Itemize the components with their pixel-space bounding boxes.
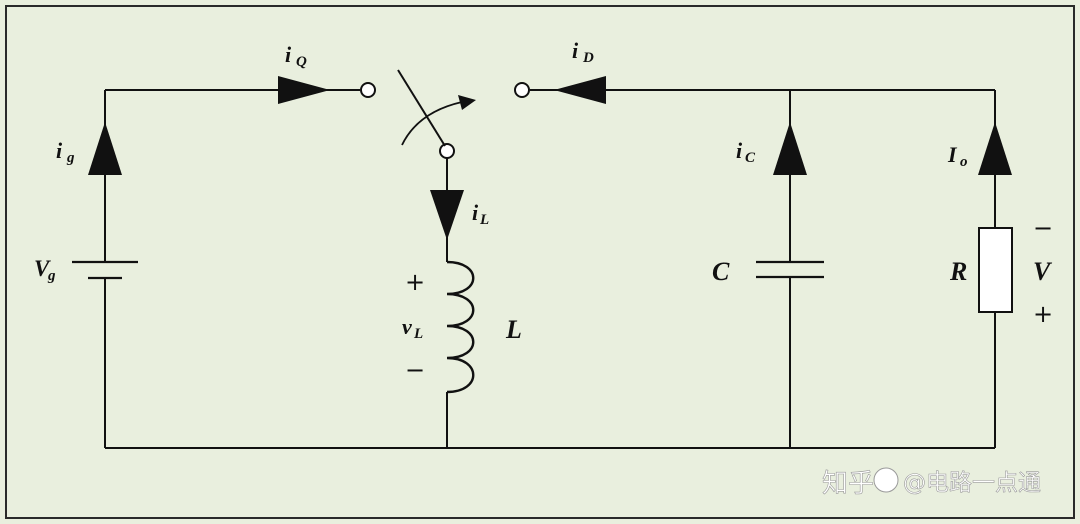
- arrow-iL: [430, 190, 464, 240]
- label-iD: i D: [572, 38, 594, 66]
- arrow-iD: [554, 76, 606, 104]
- arrow-ig: [88, 122, 122, 175]
- watermark-avatar-icon: [873, 467, 899, 493]
- label-Vg: V g: [34, 256, 56, 284]
- label-iQ-main: i: [285, 42, 292, 67]
- watermark-brand: 知乎: [822, 469, 874, 499]
- label-vL: v L: [402, 314, 423, 342]
- arrow-iC: [773, 122, 807, 175]
- label-output-voltage: V: [1033, 257, 1053, 286]
- switch-blade: [397, 69, 446, 147]
- label-iC-sub: C: [745, 150, 756, 166]
- output-minus-sign: −: [1033, 214, 1053, 242]
- capacitor-symbol: [756, 260, 824, 279]
- switch-terminal-right: [514, 82, 530, 98]
- label-ig-main: i: [56, 138, 63, 163]
- arrow-iQ: [278, 76, 330, 104]
- switch-direction-arrowhead: [458, 95, 476, 110]
- label-iL-main: i: [472, 200, 479, 225]
- switch-symbol: [360, 69, 530, 159]
- label-resistor: R: [949, 257, 967, 286]
- label-iC-main: i: [736, 138, 743, 163]
- label-iL-sub: L: [479, 212, 489, 228]
- diagram-frame: [5, 5, 1075, 519]
- inductor-minus-sign: −: [405, 356, 425, 384]
- label-iL: i L: [472, 200, 489, 228]
- label-inductor: L: [505, 315, 522, 344]
- switch-terminal-bottom: [439, 143, 455, 159]
- output-plus-sign: +: [1033, 300, 1053, 328]
- watermark-author: @电路一点通: [903, 470, 1041, 496]
- label-vL-main: v: [402, 314, 412, 339]
- battery-symbol: [72, 260, 138, 280]
- label-Io-sub: o: [960, 154, 968, 170]
- label-Vg-sub: g: [47, 268, 56, 284]
- label-vL-sub: L: [413, 326, 423, 342]
- wires: [104, 89, 996, 449]
- label-iD-main: i: [572, 38, 579, 63]
- label-Io-main: I: [947, 142, 958, 167]
- label-ig-sub: g: [66, 150, 75, 166]
- inductor-plus-sign: +: [405, 268, 425, 296]
- label-iC: i C: [736, 138, 756, 166]
- arrow-Io: [978, 122, 1012, 175]
- label-Vg-main: V: [34, 256, 51, 281]
- resistor-symbol: [978, 227, 1013, 313]
- label-iQ-sub: Q: [296, 54, 307, 70]
- current-arrows: [88, 76, 1012, 240]
- label-iQ: i Q: [285, 42, 307, 70]
- label-Io: I o: [947, 142, 968, 170]
- switch-direction-arc: [401, 101, 463, 146]
- label-ig: i g: [56, 138, 75, 166]
- switch-terminal-left: [360, 82, 376, 98]
- label-capacitor: C: [712, 257, 730, 286]
- watermark: 知乎 @电路一点通: [822, 467, 1041, 499]
- inductor-coil: [446, 260, 475, 394]
- label-iD-sub: D: [582, 50, 594, 66]
